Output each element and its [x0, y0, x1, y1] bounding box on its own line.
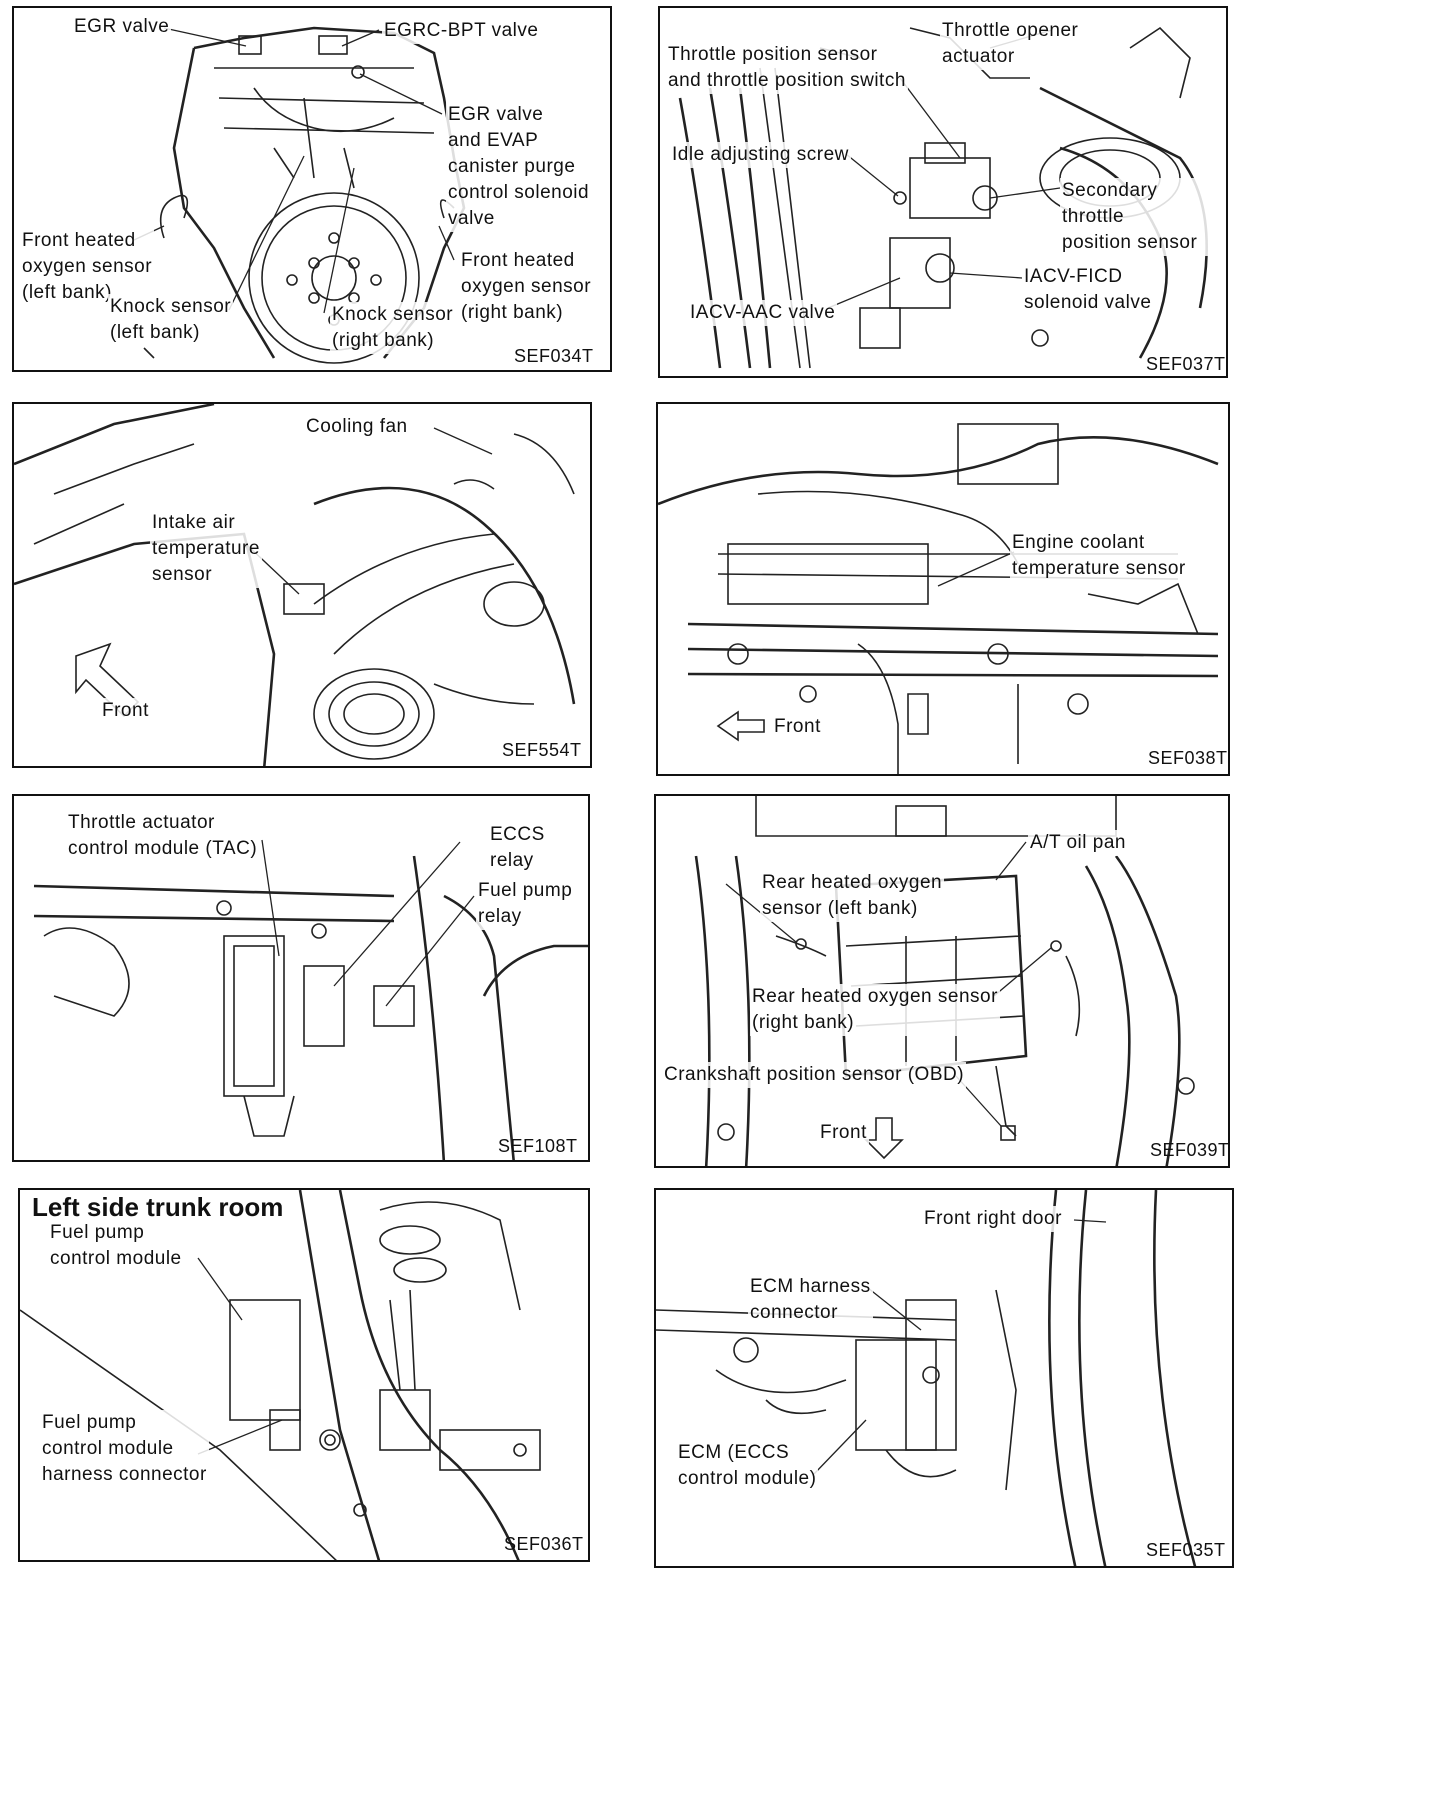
panel-sef037t: Throttle position sensor and throttle po…	[658, 6, 1228, 378]
at-oil-pan-label: A/T oil pan	[1028, 830, 1128, 856]
egrc-bpt-valve-label: EGRC-BPT valve	[382, 18, 541, 44]
panel-sef035t: Front right door ECM harness connector E…	[654, 1188, 1234, 1568]
iacv-ficd-label: IACV-FICD solenoid valve	[1022, 264, 1154, 316]
panel-sef036t: Left side trunk room Fuel pump control m…	[18, 1188, 590, 1562]
ecm-harness-connector-label: ECM harness connector	[748, 1274, 873, 1326]
knock-sensor-left-label: Knock sensor (left bank)	[108, 294, 234, 346]
front-direction-label: Front	[772, 714, 823, 740]
secondary-throttle-sensor-label: Secondary throttle position sensor	[1060, 178, 1226, 256]
panel-sef108t: Throttle actuator control module (TAC) E…	[12, 794, 590, 1162]
underbody-illustration	[694, 796, 1195, 1166]
engine-coolant-area-illustration	[658, 423, 1219, 774]
tac-module-label: Throttle actuator control module (TAC)	[66, 810, 260, 862]
figure-code: SEF034T	[514, 346, 594, 366]
crankshaft-position-sensor-label: Crankshaft position sensor (OBD)	[662, 1062, 967, 1088]
intake-air-temp-sensor-label: Intake air temperature sensor	[150, 510, 262, 588]
ecm-location-illustration	[656, 1190, 1197, 1566]
panel-sef038t: Engine coolant temperature sensor Front …	[656, 402, 1230, 776]
idle-adjusting-screw-label: Idle adjusting screw	[670, 142, 851, 168]
knock-sensor-right-label: Knock sensor (right bank)	[330, 302, 456, 354]
figure-code: SEF035T	[1146, 1540, 1226, 1560]
panel-sef034t: EGR valve EGRC-BPT valve EGR valve and E…	[12, 6, 612, 372]
throttle-opener-actuator-label: Throttle opener actuator	[940, 18, 1081, 70]
figure-code: SEF039T	[1150, 1140, 1230, 1160]
panel-sef039t: A/T oil pan Rear heated oxygen sensor (l…	[654, 794, 1230, 1168]
intake-area-illustration	[14, 404, 576, 766]
trunk-room-illustration	[20, 1190, 541, 1560]
figure-code: SEF554T	[502, 740, 582, 760]
front-direction-label: Front	[818, 1120, 869, 1146]
front-heated-o2-left-label: Front heated oxygen sensor (left bank)	[20, 228, 155, 306]
panel-sef554t: Cooling fan Intake air temperature senso…	[12, 402, 592, 768]
eccs-relay-label: ECCS relay	[488, 822, 547, 874]
fuel-pump-harness-connector-label: Fuel pump control module harness connect…	[40, 1410, 209, 1488]
fuel-pump-relay-label: Fuel pump relay	[476, 878, 575, 930]
front-heated-o2-right-label: Front heated oxygen sensor (right bank)	[459, 248, 594, 326]
engine-coolant-temp-sensor-label: Engine coolant temperature sensor	[1010, 530, 1188, 582]
figure-code: SEF038T	[1148, 748, 1228, 768]
egr-evap-solenoid-label: EGR valve and EVAP canister purge contro…	[446, 102, 592, 232]
figure-code: SEF037T	[1146, 354, 1226, 374]
front-right-door-label: Front right door	[922, 1206, 1064, 1232]
cooling-fan-label: Cooling fan	[304, 414, 410, 440]
figure-code: SEF036T	[504, 1534, 584, 1554]
rear-heated-o2-right-label: Rear heated oxygen sensor (right bank)	[750, 984, 1000, 1036]
throttle-position-sensor-label: Throttle position sensor and throttle po…	[666, 42, 908, 94]
ecm-control-module-label: ECM (ECCS control module)	[676, 1440, 819, 1492]
egr-valve-label: EGR valve	[72, 14, 172, 40]
front-direction-label: Front	[100, 698, 151, 724]
rear-heated-o2-left-label: Rear heated oxygen sensor (left bank)	[760, 870, 945, 922]
section-heading: Left side trunk room	[32, 1192, 284, 1222]
iacv-aac-valve-label: IACV-AAC valve	[688, 300, 838, 326]
figure-code: SEF108T	[498, 1136, 578, 1156]
fuel-pump-control-module-label: Fuel pump control module	[48, 1220, 184, 1272]
engine-top-illustration	[133, 26, 466, 364]
